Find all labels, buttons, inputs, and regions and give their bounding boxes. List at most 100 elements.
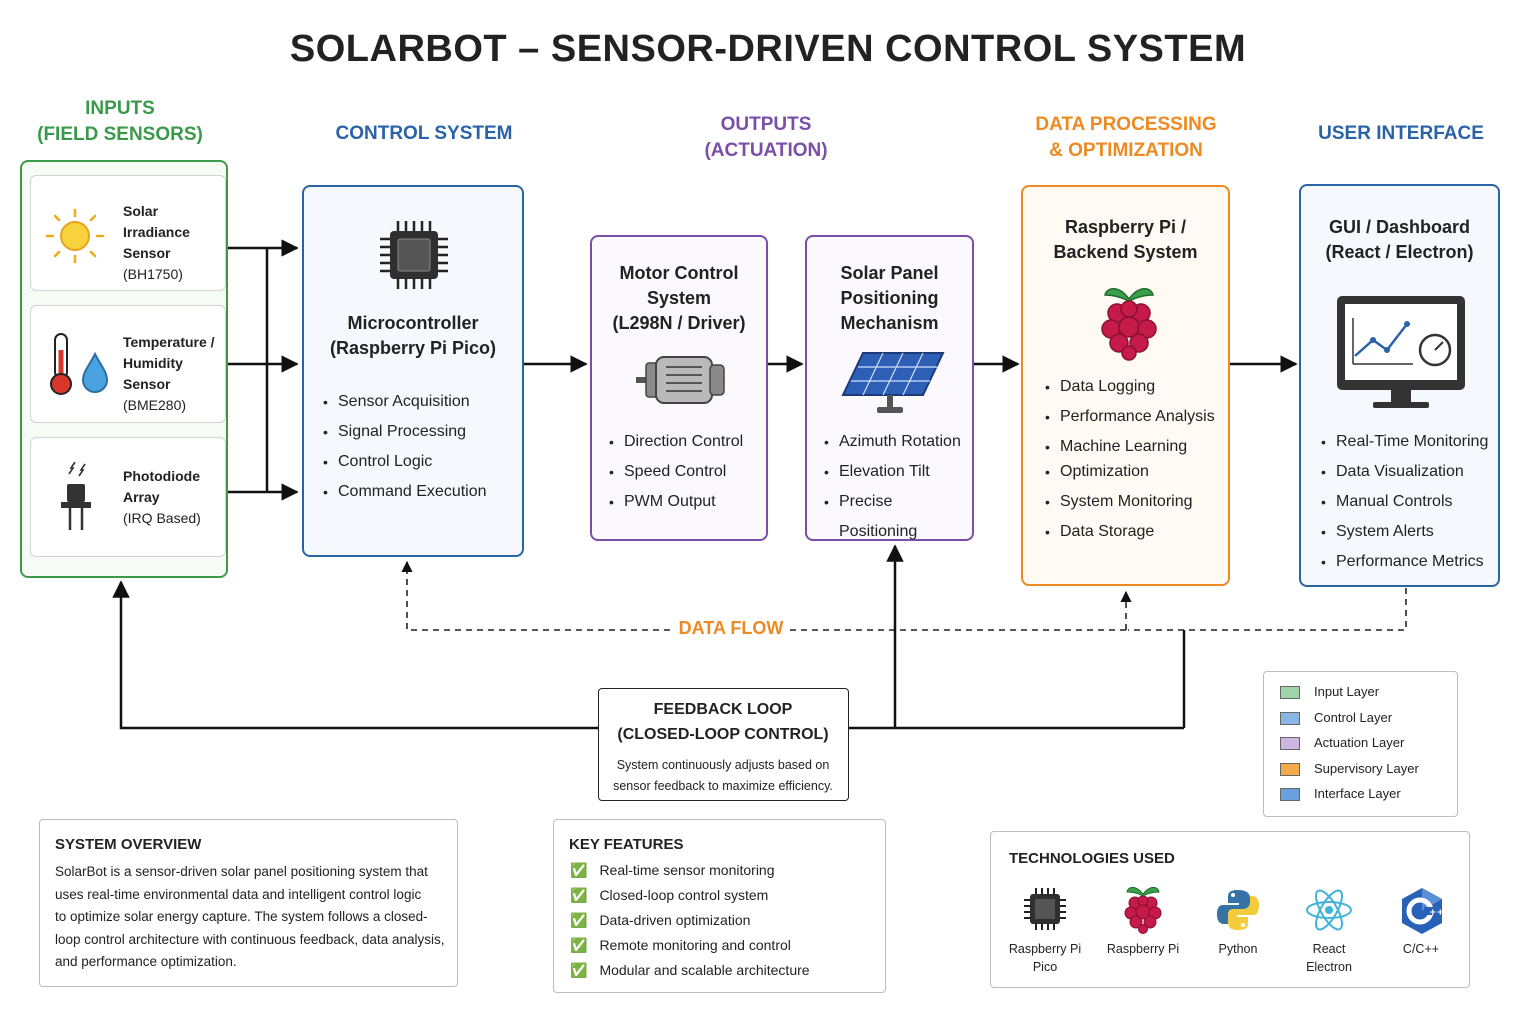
- list-item: Data Visualization: [1321, 457, 1488, 487]
- tech-label-line: Pico: [1032, 960, 1058, 974]
- title-line: Motor Control: [619, 263, 739, 283]
- sensor-card-photodiode: Photodiode Array (IRQ Based): [30, 437, 226, 557]
- tech-label-line: Electron: [1306, 960, 1352, 974]
- sensor-to-mcu-arrows: [228, 239, 299, 501]
- sensor-name-line: Temperature /: [123, 334, 215, 350]
- motor-control-box: Motor Control System (L298N / Driver) Di…: [590, 235, 768, 541]
- raspberry-icon: [1124, 886, 1162, 934]
- feedback-loop-box: FEEDBACK LOOP (CLOSED-LOOP CONTROL) Syst…: [598, 688, 849, 801]
- title-line: Mechanism: [840, 313, 939, 333]
- list-item-text: Optimization: [1060, 463, 1149, 480]
- check-circle-icon: ✅: [570, 887, 588, 903]
- backend-box: Raspberry Pi / Backend System Data Loggi…: [1021, 185, 1230, 586]
- cpp-icon: ++: [1402, 888, 1444, 934]
- title-line: (L298N / Driver): [612, 313, 746, 333]
- motor-control-list: Direction Control Speed Control PWM Outp…: [608, 427, 743, 517]
- legend-label: Control Layer: [1314, 710, 1393, 725]
- list-item: Direction Control: [609, 427, 743, 457]
- legend-item: Interface Layer: [1280, 786, 1401, 802]
- legend-swatch: [1280, 737, 1300, 751]
- sun-icon: [45, 208, 105, 264]
- description-line: sensor feedback to maximize efficiency.: [613, 779, 833, 793]
- chip-icon: [1024, 888, 1066, 930]
- legend-label: Supervisory Layer: [1314, 761, 1419, 776]
- tech-label-line: Raspberry Pi: [1008, 942, 1082, 956]
- overview-line: loop control architecture with continuou…: [55, 931, 445, 947]
- sensor-model: (BH1750): [123, 266, 183, 282]
- list-item: Data Logging: [1045, 372, 1215, 402]
- backend-title: Raspberry Pi / Backend System: [1023, 215, 1228, 265]
- key-features-title: KEY FEATURES: [569, 836, 684, 853]
- feedback-description: System continuously adjusts based on sen…: [599, 755, 847, 797]
- feature-label: Modular and scalable architecture: [599, 962, 810, 978]
- sensor-name-line: Solar Irradiance: [123, 203, 190, 240]
- feature-item: ✅ Modular and scalable architecture: [570, 962, 810, 979]
- list-item: Elevation Tilt: [824, 457, 972, 487]
- title-line: Positioning: [840, 288, 939, 308]
- title-line: (Raspberry Pi Pico): [329, 338, 497, 358]
- panel-positioning-title: Solar Panel Positioning Mechanism: [807, 261, 972, 336]
- technologies-title: TECHNOLOGIES USED: [1009, 850, 1175, 867]
- sensor-card-temperature: Temperature / Humidity Sensor (BME280): [30, 305, 226, 423]
- legend-label: Input Layer: [1314, 684, 1380, 699]
- list-item: Azimuth Rotation: [824, 427, 972, 457]
- outputs-heading: OUTPUTS: [720, 114, 812, 135]
- system-overview-panel: SYSTEM OVERVIEW SolarBot is a sensor-dri…: [39, 819, 458, 987]
- sensor-model: (BME280): [123, 397, 187, 413]
- check-circle-icon: ✅: [570, 962, 588, 978]
- thermometer-icon: [50, 333, 109, 395]
- legend-label: Actuation Layer: [1314, 735, 1405, 750]
- list-item: System Alerts: [1321, 517, 1488, 547]
- overview-line: uses real-time environmental data and in…: [55, 886, 422, 902]
- list-item: Command Execution: [323, 477, 486, 507]
- tech-label: C/C++: [1376, 940, 1466, 958]
- tech-label-line: Raspberry Pi: [1106, 942, 1180, 956]
- sensor-name-line: Sensor: [123, 245, 171, 261]
- legend-swatch: [1280, 763, 1300, 777]
- solar-panel-icon: [841, 352, 945, 413]
- list-item: Control Logic: [323, 447, 487, 477]
- sensor-label: Solar Irradiance Sensor (BH1750): [123, 201, 225, 285]
- legend-item: Supervisory Layer: [1280, 761, 1419, 777]
- feedback-loop-path: [112, 544, 1186, 730]
- sensor-name-line: Array: [123, 489, 160, 505]
- title-line: System: [646, 288, 712, 308]
- microcontroller-box: Microcontroller (Raspberry Pi Pico) Sens…: [302, 185, 524, 557]
- feature-label: Real-time sensor monitoring: [599, 862, 775, 878]
- feedback-title: FEEDBACK LOOP (CLOSED-LOOP CONTROL): [599, 697, 847, 747]
- sensor-model: (IRQ Based): [123, 510, 201, 526]
- column-header-inputs: INPUTS (FIELD SENSORS): [20, 96, 220, 148]
- overview-line: to optimize solar energy capture. The sy…: [55, 909, 428, 924]
- sensor-name-line: Photodiode: [123, 468, 200, 484]
- feature-item: ✅ Real-time sensor monitoring: [570, 862, 775, 879]
- tech-label: React Electron: [1284, 940, 1374, 976]
- feature-item: ✅Closed-loop control system: [570, 887, 768, 904]
- motor-control-title: Motor Control System (L298N / Driver): [592, 261, 766, 336]
- column-header-outputs: OUTPUTS (ACTUATION): [646, 112, 886, 164]
- system-overview-title: SYSTEM OVERVIEW: [55, 836, 202, 853]
- gui-title: GUI / Dashboard (React / Electron): [1301, 215, 1498, 265]
- sensor-name-line: Humidity Sensor: [123, 355, 183, 392]
- title-line: Backend System: [1053, 242, 1198, 262]
- legend-swatch: [1280, 686, 1300, 700]
- feature-label: Remote monitoring and control: [599, 937, 791, 953]
- gui-list: Real-Time Monitoring Data Visualization …: [1320, 427, 1488, 577]
- overview-line: SolarBot is a sensor-driven solar panel …: [55, 864, 428, 879]
- description-line: System continuously adjusts based on: [616, 758, 830, 772]
- check-circle-icon: ✅: [570, 937, 588, 953]
- inputs-heading: INPUTS: [85, 98, 155, 119]
- panel-positioning-box: Solar Panel Positioning Mechanism Azimut…: [805, 235, 974, 541]
- list-item: System Monitoring: [1045, 487, 1215, 517]
- list-item: Performance Metrics: [1321, 547, 1488, 577]
- list-item: Sensor Acquisition: [323, 387, 487, 417]
- check-circle-icon: ✅: [570, 862, 588, 878]
- list-item-continuation: Optimization: [1045, 457, 1215, 487]
- react-icon: [1306, 889, 1352, 931]
- outputs-subheading: (ACTUATION): [704, 140, 828, 161]
- microcontroller-list: Sensor Acquisition Signal Processing Con…: [322, 387, 487, 507]
- motor-icon: [636, 356, 725, 404]
- sensor-label: Photodiode Array (IRQ Based): [123, 466, 201, 529]
- legend-swatch: [1280, 788, 1300, 802]
- list-item: Precise Positioning: [824, 487, 972, 547]
